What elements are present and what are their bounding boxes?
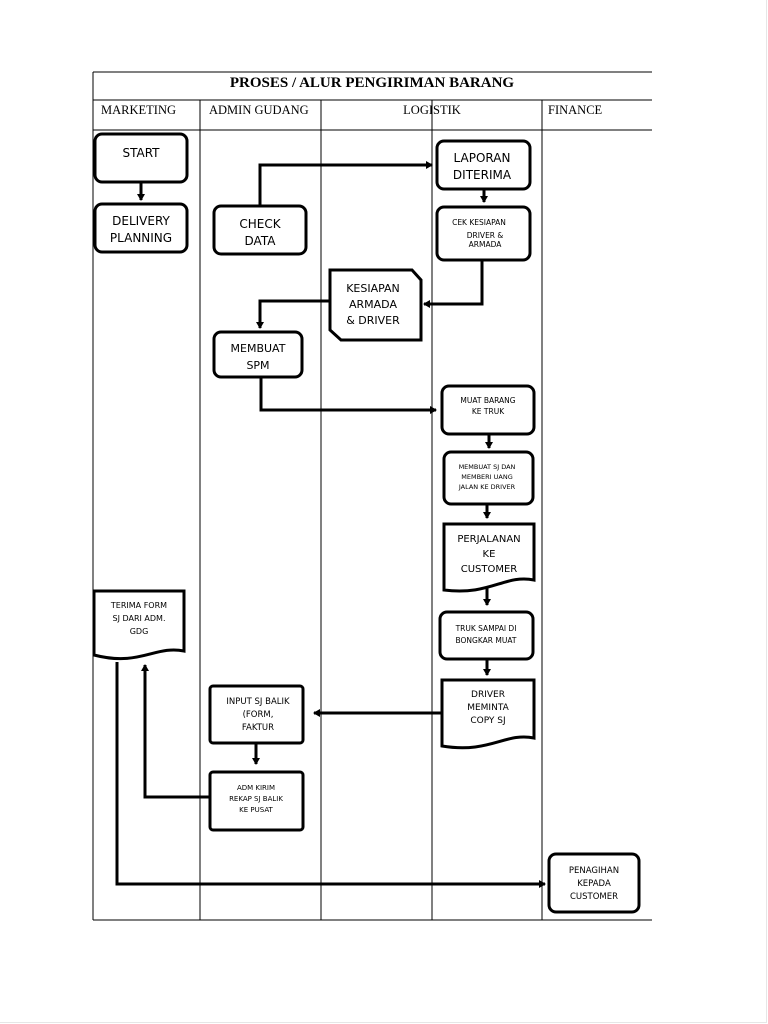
delivery-planning-label-2: PLANNING [110, 231, 172, 245]
node-labels: START DELIVERY PLANNING LAPORAN DITERIMA… [110, 146, 619, 902]
muat-barang-box [440, 384, 536, 436]
laporan-label-1: LAPORAN [454, 151, 511, 165]
input-sj-label-1: INPUT SJ BALIK [226, 697, 290, 707]
terima-form-label-2: SJ DARI ADM. [112, 614, 165, 623]
driver-copy-label-1: DRIVER [471, 690, 505, 700]
input-sj-label-2: (FORM, [243, 710, 274, 720]
penagihan-label-3: CUSTOMER [570, 892, 618, 902]
lane-logistik: LOGISTIK [403, 103, 461, 117]
laporan-diterima-box [435, 139, 532, 191]
perjalanan-label-3: CUSTOMER [461, 564, 518, 575]
truk-sampai-label-2: BONGKAR MUAT [456, 636, 517, 645]
perjalanan-label-2: KE [483, 549, 496, 560]
terima-form-label-1: TERIMA FORM [110, 601, 167, 610]
arrow-check-to-laporan [258, 161, 433, 206]
check-data-label-2: DATA [245, 234, 277, 248]
lane-finance: FINANCE [548, 103, 603, 117]
input-sj-label-3: FAKTUR [242, 723, 274, 733]
driver-copy-doc [440, 678, 536, 750]
adm-kirim-box [208, 770, 305, 832]
arrow-spm-to-muat [259, 378, 437, 414]
input-sj-box [208, 684, 305, 745]
kesiapan-label-3: & DRIVER [346, 314, 400, 327]
driver-copy-label-2: MEMINTA [467, 703, 509, 713]
driver-copy-label-3: COPY SJ [470, 716, 505, 726]
perjalanan-label-1: PERJALANAN [457, 534, 520, 545]
arrow-adm-to-terima [141, 664, 210, 799]
membuat-sj-label-1: MEMBUAT SJ DAN [459, 463, 516, 471]
penagihan-label-2: KEPADA [577, 879, 611, 889]
adm-kirim-label-1: ADM KIRIM [237, 784, 275, 792]
lane-admin-gudang: ADMIN GUDANG [209, 103, 309, 117]
terima-form-doc [92, 589, 186, 661]
check-data-label-1: CHECK [239, 217, 281, 231]
cek-kesiapan-label-1: CEK KESIAPAN [452, 218, 506, 227]
cek-kesiapan-label-2: DRIVER & [467, 231, 504, 240]
laporan-label-2: DITERIMA [453, 168, 512, 182]
membuat-spm-label-2: SPM [246, 359, 269, 372]
kesiapan-armada-box [328, 268, 423, 342]
membuat-spm-label-1: MEMBUAT [231, 342, 286, 355]
adm-kirim-label-3: KE PUSAT [239, 806, 273, 814]
arrow-terima-to-penagihan [115, 662, 546, 888]
delivery-planning-box [93, 202, 189, 254]
muat-barang-label-2: KE TRUK [472, 407, 505, 416]
diagram-title: PROSES / ALUR PENGIRIMAN BARANG [230, 75, 515, 91]
cek-kesiapan-box [435, 205, 532, 262]
truk-sampai-label-1: TRUK SAMPAI DI [455, 624, 517, 633]
penagihan-box [547, 852, 641, 914]
membuat-sj-label-2: MEMBERI UANG [461, 473, 513, 481]
shapes [92, 132, 641, 914]
arrow-cek-to-kesiapan [423, 261, 484, 308]
penagihan-label-1: PENAGIHAN [569, 866, 619, 876]
membuat-spm-box [212, 330, 304, 379]
muat-barang-label-1: MUAT BARANG [460, 396, 515, 405]
membuat-sj-label-3: JALAN KE DRIVER [458, 483, 516, 491]
delivery-planning-label-1: DELIVERY [112, 214, 170, 228]
kesiapan-label-2: ARMADA [349, 298, 397, 311]
kesiapan-label-1: KESIAPAN [346, 282, 400, 295]
adm-kirim-label-2: REKAP SJ BALIK [229, 795, 283, 803]
start-box [93, 132, 189, 184]
arrow-kesiapan-to-spm [256, 299, 330, 329]
swimlane-grid [92, 71, 652, 921]
start-label: START [122, 146, 160, 160]
cek-kesiapan-label-3: ARMADA [469, 240, 503, 249]
perjalanan-doc [442, 522, 536, 593]
terima-form-label-3: GDG [130, 627, 149, 636]
membuat-sj-box [442, 450, 535, 506]
connectors [115, 161, 546, 888]
truk-sampai-box [438, 610, 535, 661]
check-data-box [212, 204, 308, 256]
lane-marketing: MARKETING [101, 103, 176, 117]
